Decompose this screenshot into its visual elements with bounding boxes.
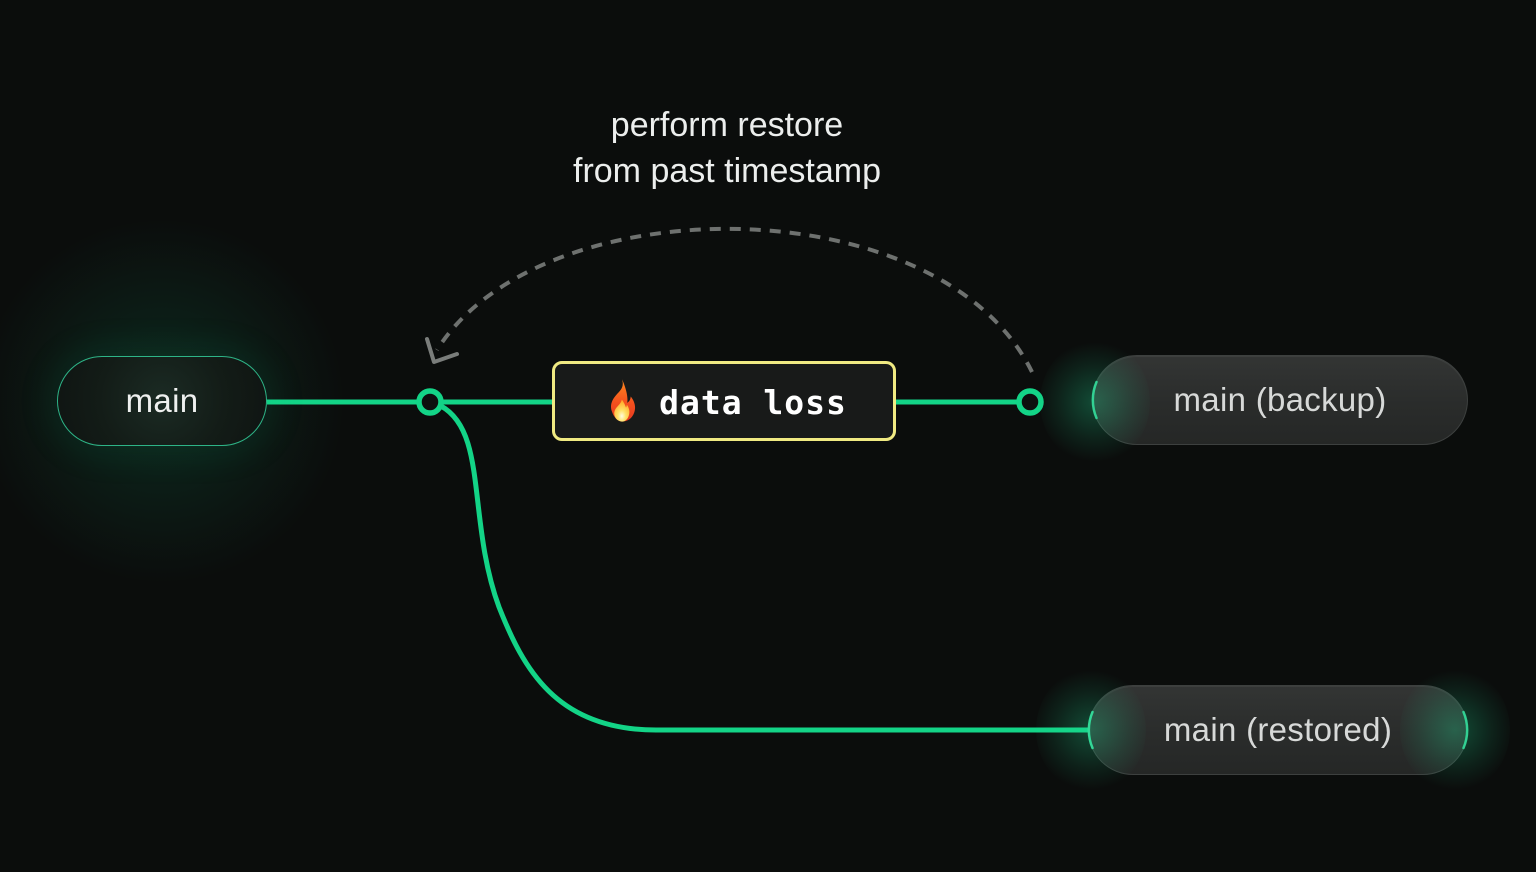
node-main-restored[interactable]: main (restored) [1088, 685, 1468, 775]
branch-point-node [416, 388, 444, 416]
restore-arc-arrowhead-icon [425, 337, 459, 364]
edge-branchpoint-to-restored [438, 403, 1094, 733]
restore-arc [435, 226, 1034, 373]
node-main-restored-label: main (restored) [1163, 711, 1393, 748]
data-loss-event[interactable]: data loss [552, 361, 896, 441]
node-main-label: main [125, 382, 199, 419]
diagram-caption: perform restore from past timestamp [573, 102, 881, 194]
caption-line-2: from past timestamp [573, 152, 881, 190]
node-main-backup[interactable]: main (backup) [1092, 355, 1468, 445]
fire-icon [611, 379, 636, 422]
node-main-backup-label: main (backup) [1173, 381, 1387, 418]
node-main[interactable]: main [57, 356, 267, 446]
backup-point-node [1016, 388, 1044, 416]
caption-line-1: perform restore [610, 106, 844, 144]
data-loss-label: data loss [659, 382, 847, 422]
